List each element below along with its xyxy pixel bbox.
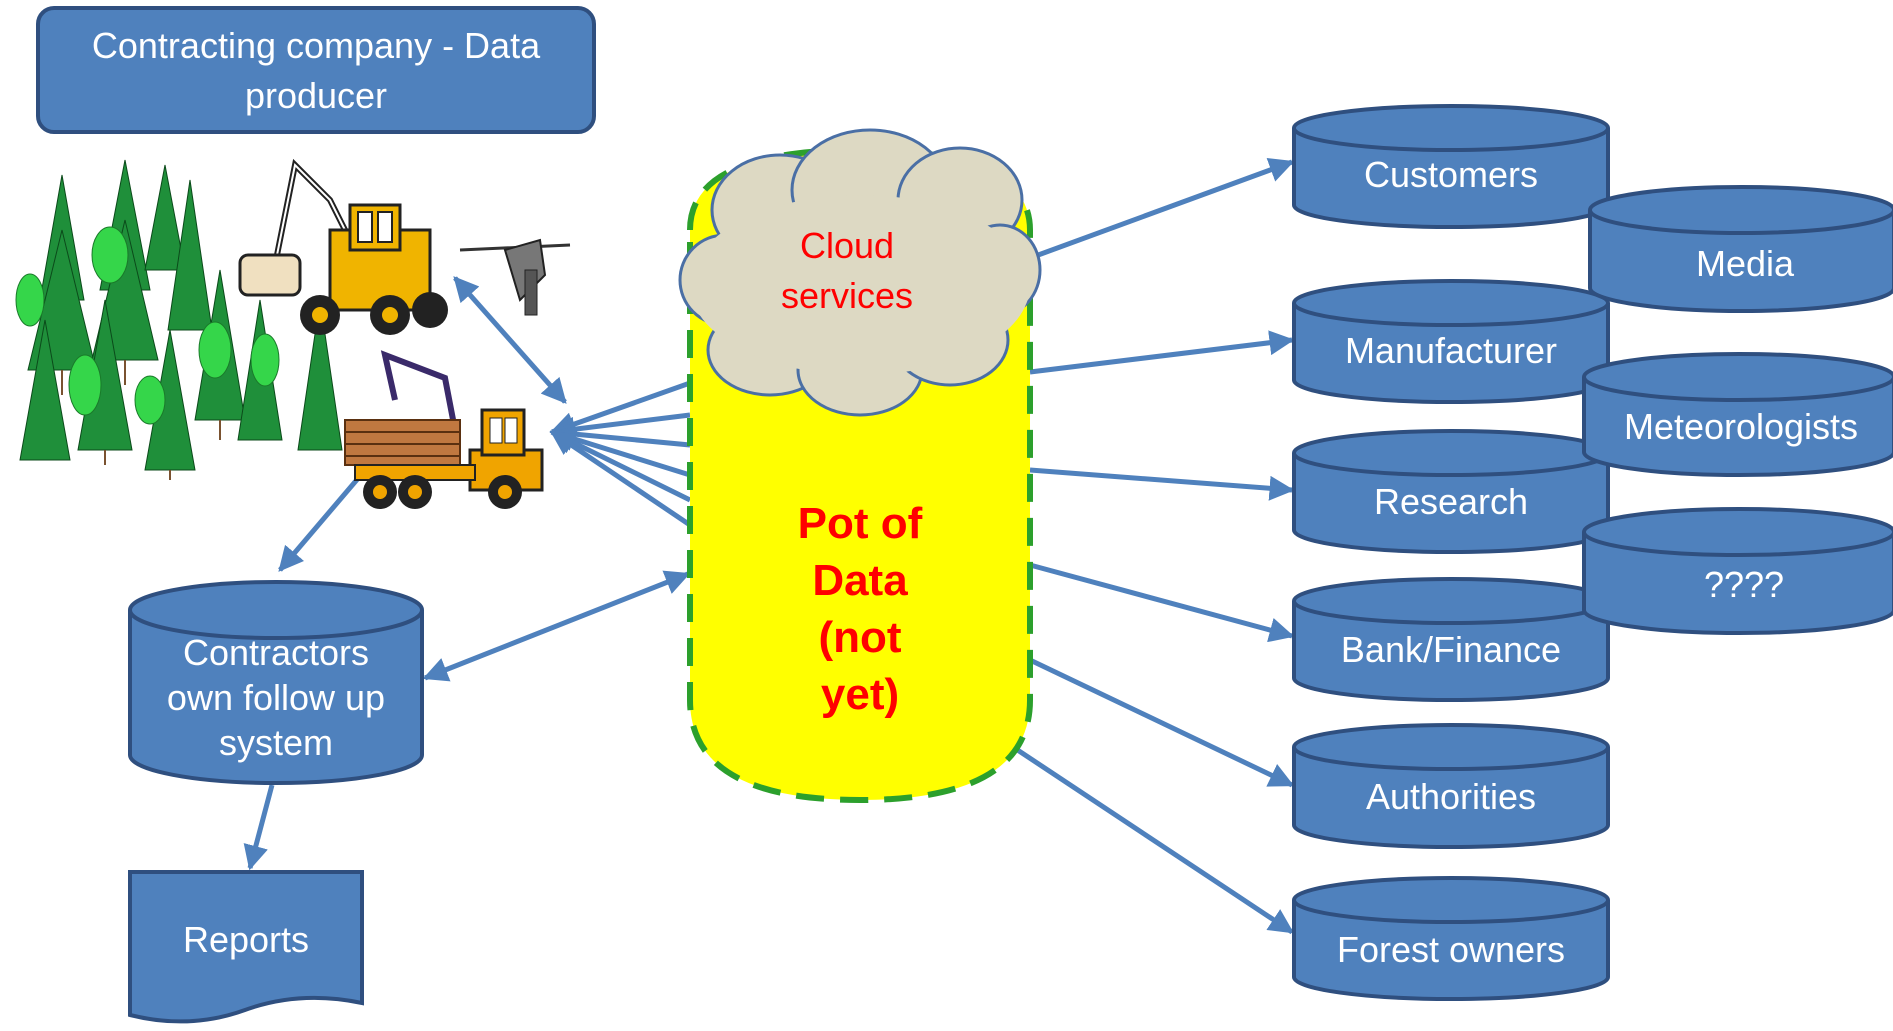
cylinder-research: Research xyxy=(1292,429,1610,554)
forwarder-illustration xyxy=(344,350,544,509)
cylinder-unknown: ???? xyxy=(1582,507,1893,635)
arrow-pot-to-manufacturer xyxy=(1029,330,1295,375)
customers-label: Customers xyxy=(1364,154,1538,195)
pot-line-1: Pot of xyxy=(798,499,923,548)
arrow-pot-to-machines-6 xyxy=(549,429,692,528)
contractors-line-3: system xyxy=(219,722,333,763)
arrow-pot-to-forest-owners xyxy=(1008,742,1295,935)
cylinder-customers: Customers xyxy=(1292,104,1610,229)
cylinder-manufacturer: Manufacturer xyxy=(1292,279,1610,404)
producer-title-line2: producer xyxy=(245,75,387,116)
cylinder-authorities: Authorities xyxy=(1292,723,1610,849)
media-label: Media xyxy=(1696,243,1795,284)
authorities-label: Authorities xyxy=(1366,776,1536,817)
pot-line-3: (not xyxy=(818,613,901,662)
contractors-system-cylinder: Contractors own follow up system xyxy=(128,580,424,785)
pot-line-2: Data xyxy=(812,556,908,605)
research-label: Research xyxy=(1374,481,1528,522)
arrow-pot-contractors xyxy=(422,570,691,682)
cylinder-media: Media xyxy=(1588,185,1893,313)
contractors-line-1: Contractors xyxy=(183,632,369,673)
arrow-pot-to-authorities xyxy=(1028,657,1295,788)
cylinder-bank-finance: Bank/Finance xyxy=(1292,577,1610,702)
cloud-services: Cloud services xyxy=(678,128,1042,417)
cylinder-meteorologists: Meteorologists xyxy=(1582,352,1893,477)
cloud-label-line2: services xyxy=(781,275,913,316)
pot-line-4: yet) xyxy=(821,670,899,719)
reports-label: Reports xyxy=(183,919,309,960)
arrow-contractors-to-reports xyxy=(243,784,275,871)
producer-box: Contracting company - Data producer xyxy=(36,6,596,134)
forest-illustration xyxy=(15,159,343,480)
forest-owners-label: Forest owners xyxy=(1337,929,1565,970)
bank-finance-label: Bank/Finance xyxy=(1341,629,1561,670)
arrow-pot-to-bank xyxy=(1029,562,1295,643)
handheld-device-illustration xyxy=(459,238,571,316)
meteorologists-label: Meteorologists xyxy=(1624,406,1858,447)
reports-document: Reports xyxy=(128,870,364,1024)
cylinder-forest-owners: Forest owners xyxy=(1292,876,1610,1001)
unknown-label: ???? xyxy=(1704,564,1784,605)
producer-title-line1: Contracting company - Data xyxy=(92,25,541,66)
arrow-pot-to-customers xyxy=(1029,158,1295,261)
harvester-illustration xyxy=(238,158,448,335)
arrow-harvester-to-hub xyxy=(453,276,567,404)
manufacturer-label: Manufacturer xyxy=(1345,330,1557,371)
arrow-pot-to-research xyxy=(1029,467,1295,501)
arrows xyxy=(243,158,1295,935)
cloud-label-line1: Cloud xyxy=(800,225,894,266)
contractors-line-2: own follow up xyxy=(167,677,385,718)
